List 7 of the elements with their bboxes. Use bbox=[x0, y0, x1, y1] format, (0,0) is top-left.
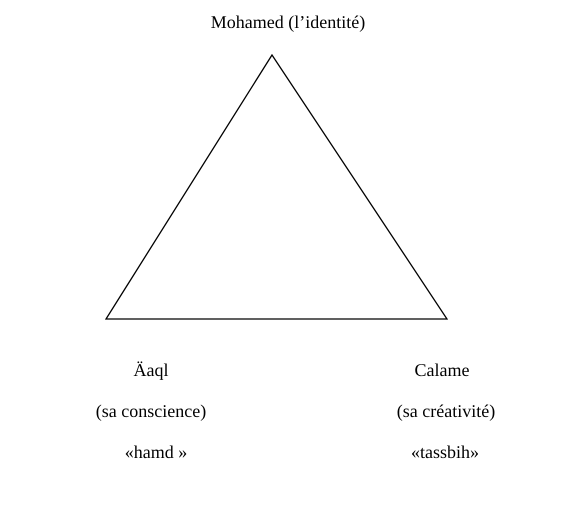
label-text: «hamd » bbox=[124, 443, 188, 461]
label-text: Mohamed (l’identité) bbox=[210, 13, 366, 31]
label-text: (sa créativité) bbox=[396, 402, 496, 420]
label-text: «tassbih» bbox=[411, 443, 479, 461]
label-text: (sa conscience) bbox=[96, 402, 206, 420]
label-text: Calame bbox=[414, 361, 470, 379]
label-text: Äaql bbox=[134, 361, 168, 379]
